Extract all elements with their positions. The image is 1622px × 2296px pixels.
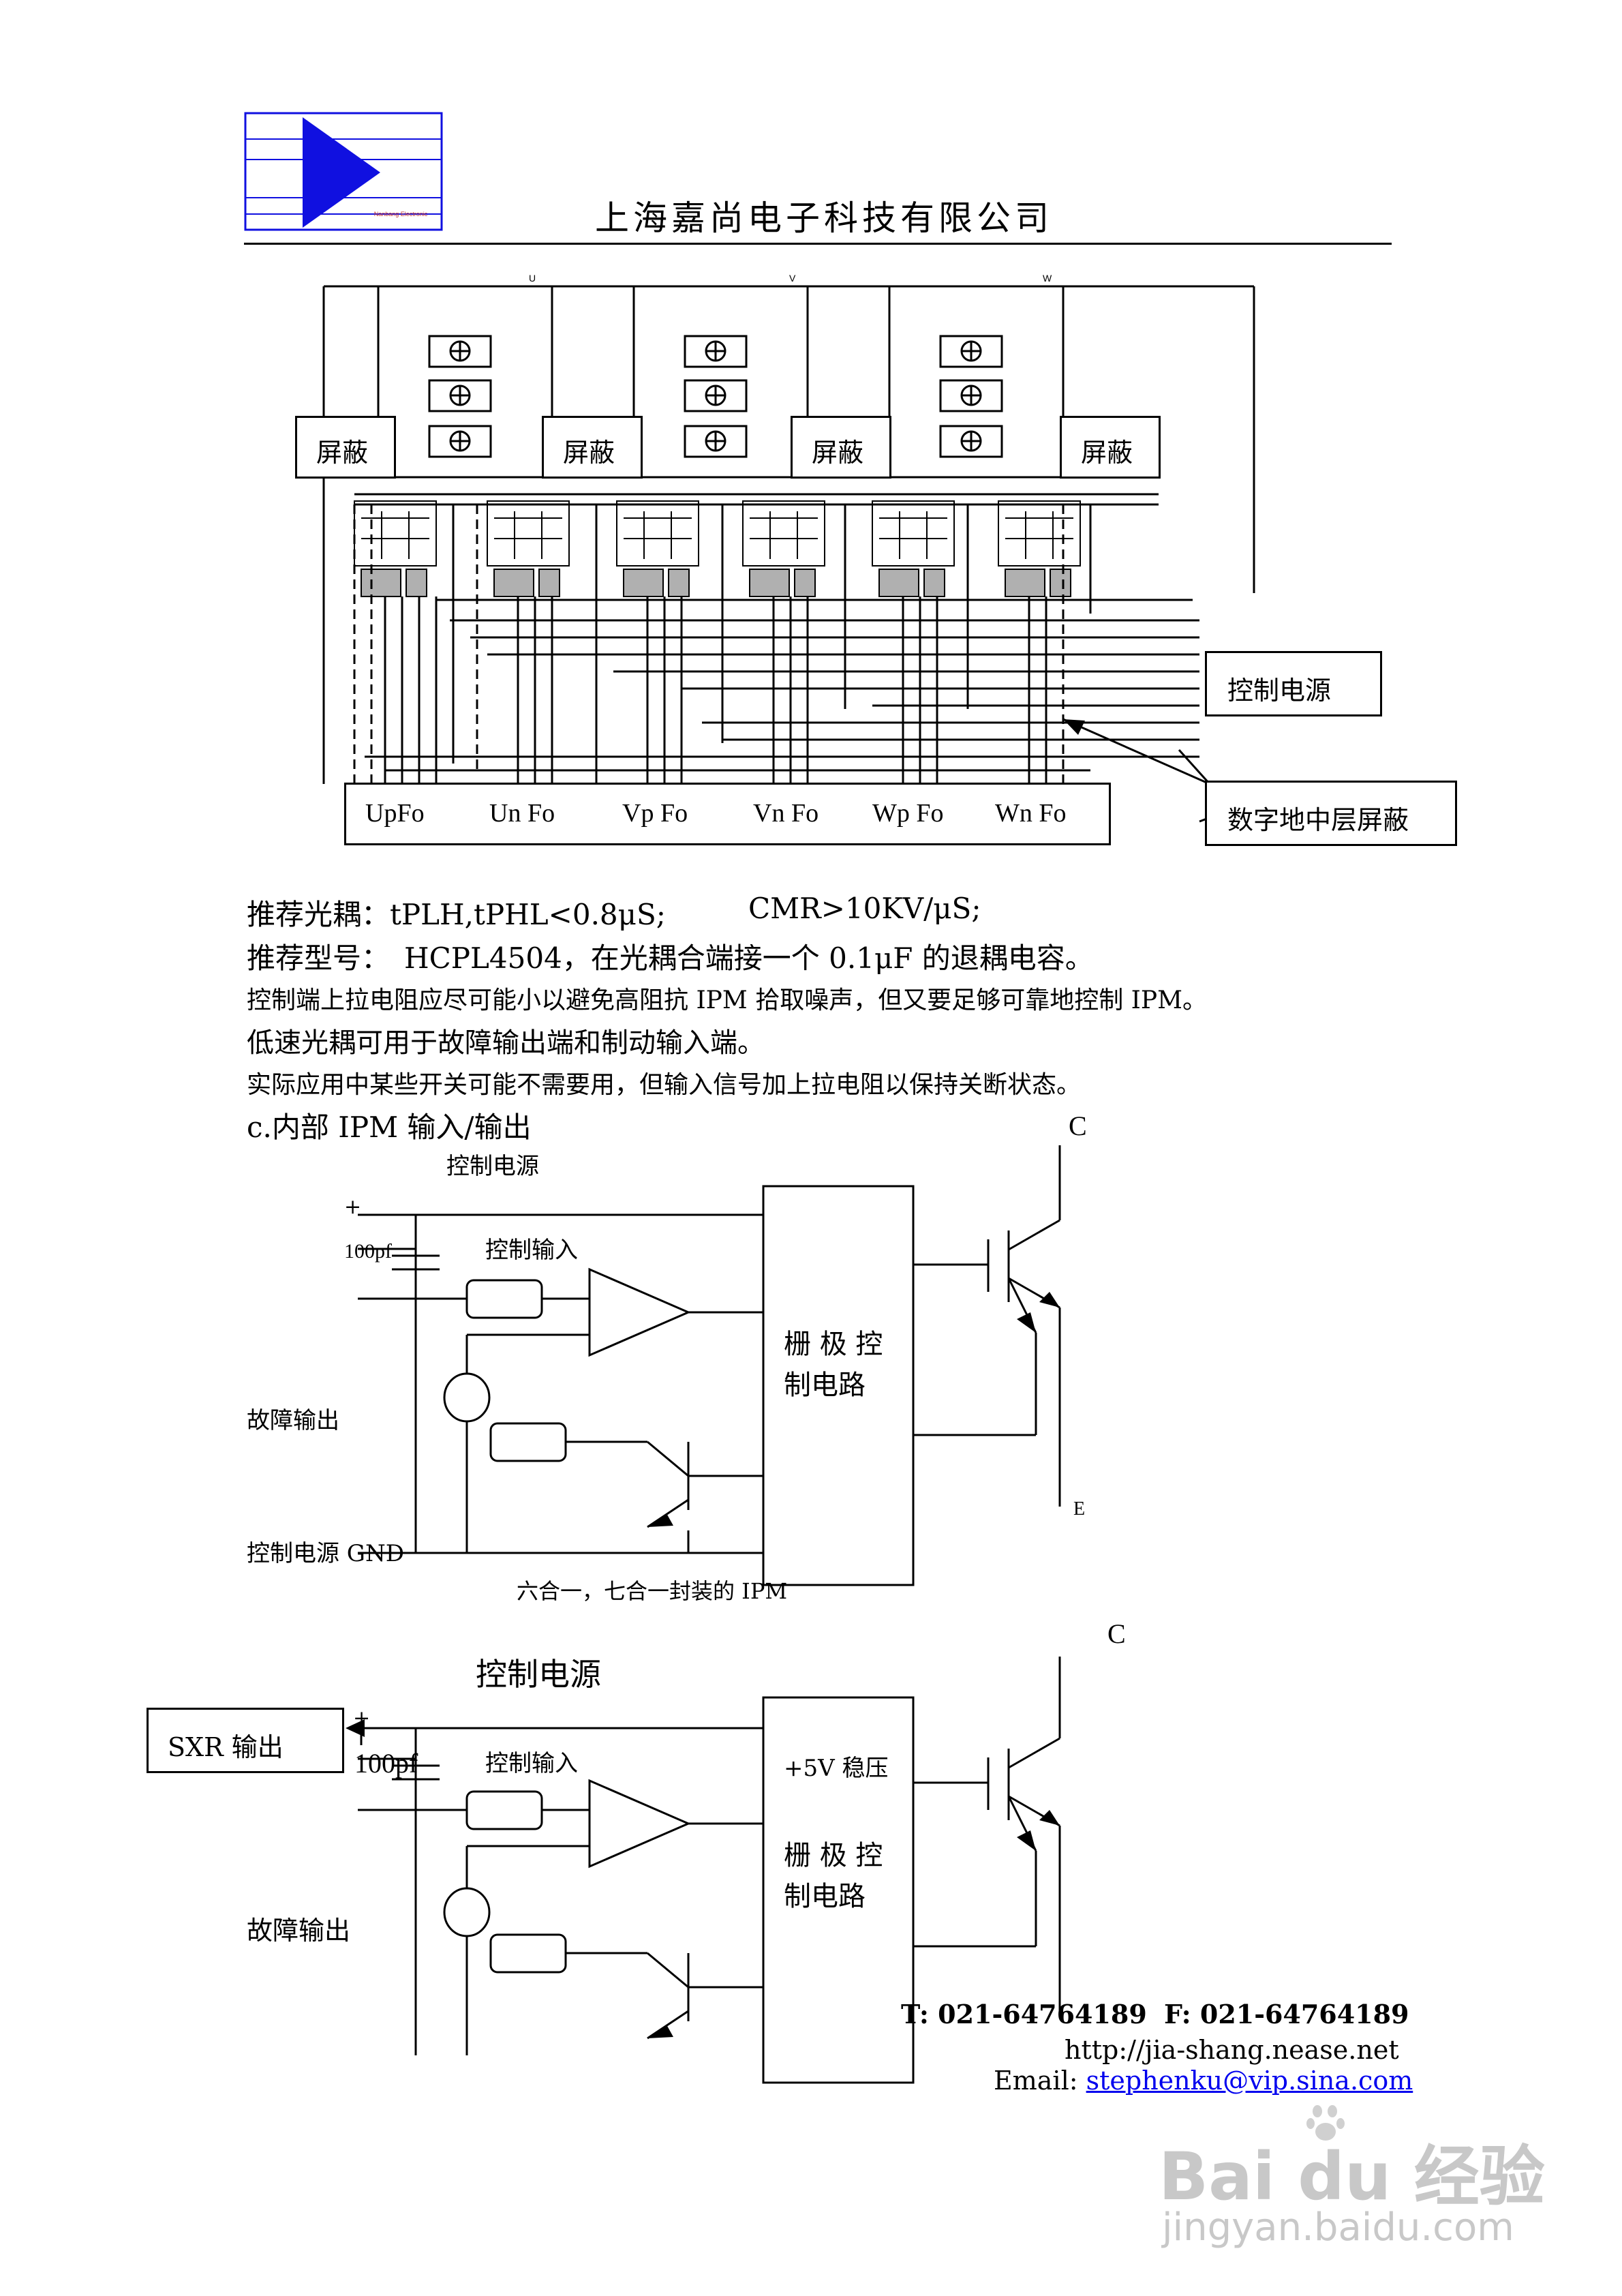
fo-label-wnfo: Wn Fo	[995, 799, 1067, 828]
footer-fax: F: 021-64764189	[1164, 1999, 1409, 2029]
diagram2-c-label: C	[1069, 1111, 1087, 1141]
phase-label-u: U	[529, 273, 536, 284]
diagram3-gate-line1: 栅 极 控	[784, 1840, 883, 1871]
shield-box-1: 屏蔽	[295, 416, 396, 479]
footer-email-label: Email:	[994, 2066, 1086, 2096]
watermark-paw-icon	[1305, 2103, 1346, 2144]
watermark-url: jingyan.baidu.com	[1162, 2205, 1514, 2250]
phase-label-w: W	[1043, 273, 1052, 284]
watermark-brand: Bai du 经验	[1159, 2139, 1545, 2215]
shield-box-3: 屏蔽	[791, 416, 891, 479]
fo-terminal-strip: UpFo Un Fo Vp Fo Vn Fo Wp Fo Wn Fo	[344, 783, 1111, 845]
diagram3-ctrl-input: 控制输入	[485, 1750, 578, 1777]
diagram2-gate-line2: 制电路	[784, 1370, 866, 1401]
diagram2-caption: 六合一，七合一封装的 IPM	[517, 1578, 787, 1604]
recommend-optocoupler-spec: 推荐光耦：tPLH,tPHL<0.8μS;	[247, 898, 666, 931]
diagram2-cap: 100pf	[344, 1240, 392, 1263]
fo-label-wpfo: Wp Fo	[872, 799, 944, 828]
diagram3-plus: +	[353, 1706, 370, 1730]
diagram3-ctrl-power: 控制电源	[476, 1656, 601, 1693]
shield-box-4: 屏蔽	[1060, 416, 1161, 479]
company-name: 上海嘉尚电子科技有限公司	[595, 198, 1053, 238]
pcb-layout-diagram	[322, 285, 1255, 823]
footer-tel: T: 021-64764189	[901, 1999, 1147, 2029]
diagram3-c-label: C	[1107, 1618, 1126, 1649]
switch-note: 实际应用中某些开关可能不需要用，但输入信号加上拉电阻以保持关断状态。	[247, 1071, 1082, 1099]
pullup-note: 控制端上拉电阻应尽可能小以避免高阻抗 IPM 拾取噪声，但又要足够可靠地控制 I…	[247, 986, 1207, 1014]
footer-email: Email: stephenku@vip.sina.com	[994, 2066, 1413, 2096]
diagram2-ctrl-power: 控制电源	[446, 1153, 539, 1180]
fo-label-vnfo: Vn Fo	[753, 799, 819, 828]
diagram2-gate-line1: 栅 极 控	[784, 1329, 883, 1360]
recommend-cmr-spec: CMR>10KV/μS;	[748, 892, 981, 925]
low-speed-note: 低速光耦可用于故障输出端和制动输入端。	[247, 1027, 765, 1059]
footer-website: http://jia-shang.nease.net	[1065, 2035, 1399, 2065]
diagram2-e-label: E	[1073, 1498, 1085, 1520]
fo-label-vpfo: Vp Fo	[622, 799, 688, 828]
diagram2-ctrl-input: 控制输入	[485, 1237, 578, 1264]
diagram2-fault-output: 故障输出	[247, 1407, 339, 1434]
footer-email-link[interactable]: stephenku@vip.sina.com	[1086, 2066, 1413, 2096]
header-rule	[244, 243, 1392, 245]
logo-caption: Nanbang Electronic	[374, 211, 428, 217]
phase-label-v: V	[789, 273, 796, 284]
shield-box-2: 屏蔽	[542, 416, 643, 479]
company-logo: Nanbang Electronic	[244, 112, 443, 231]
diagram2-plus: +	[344, 1195, 361, 1219]
diagram3-gate-line2: 制电路	[784, 1881, 866, 1912]
fo-label-unfo: Un Fo	[489, 799, 555, 828]
diagram2-gnd: 控制电源 GND	[247, 1540, 404, 1567]
baidu-watermark: Bai du 经验 jingyan.baidu.com	[1159, 2096, 1545, 2250]
fo-label-upfo: UpFo	[365, 799, 425, 828]
control-power-box: 控制电源	[1205, 651, 1382, 716]
recommend-model: 推荐型号： HCPL4504，在光耦合端接一个 0.1μF 的退耦电容。	[247, 941, 1094, 975]
section-c-heading: c.内部 IPM 输入/输出	[247, 1111, 532, 1144]
diagram3-cap: 100pf	[354, 1748, 418, 1779]
sxr-output-box: SXR 输出	[147, 1708, 344, 1773]
digital-ground-box: 数字地中层屏蔽	[1205, 781, 1457, 846]
diagram3-regulator: +5V 稳压	[784, 1755, 888, 1782]
diagram3-fault-output: 故障输出	[247, 1916, 350, 1946]
